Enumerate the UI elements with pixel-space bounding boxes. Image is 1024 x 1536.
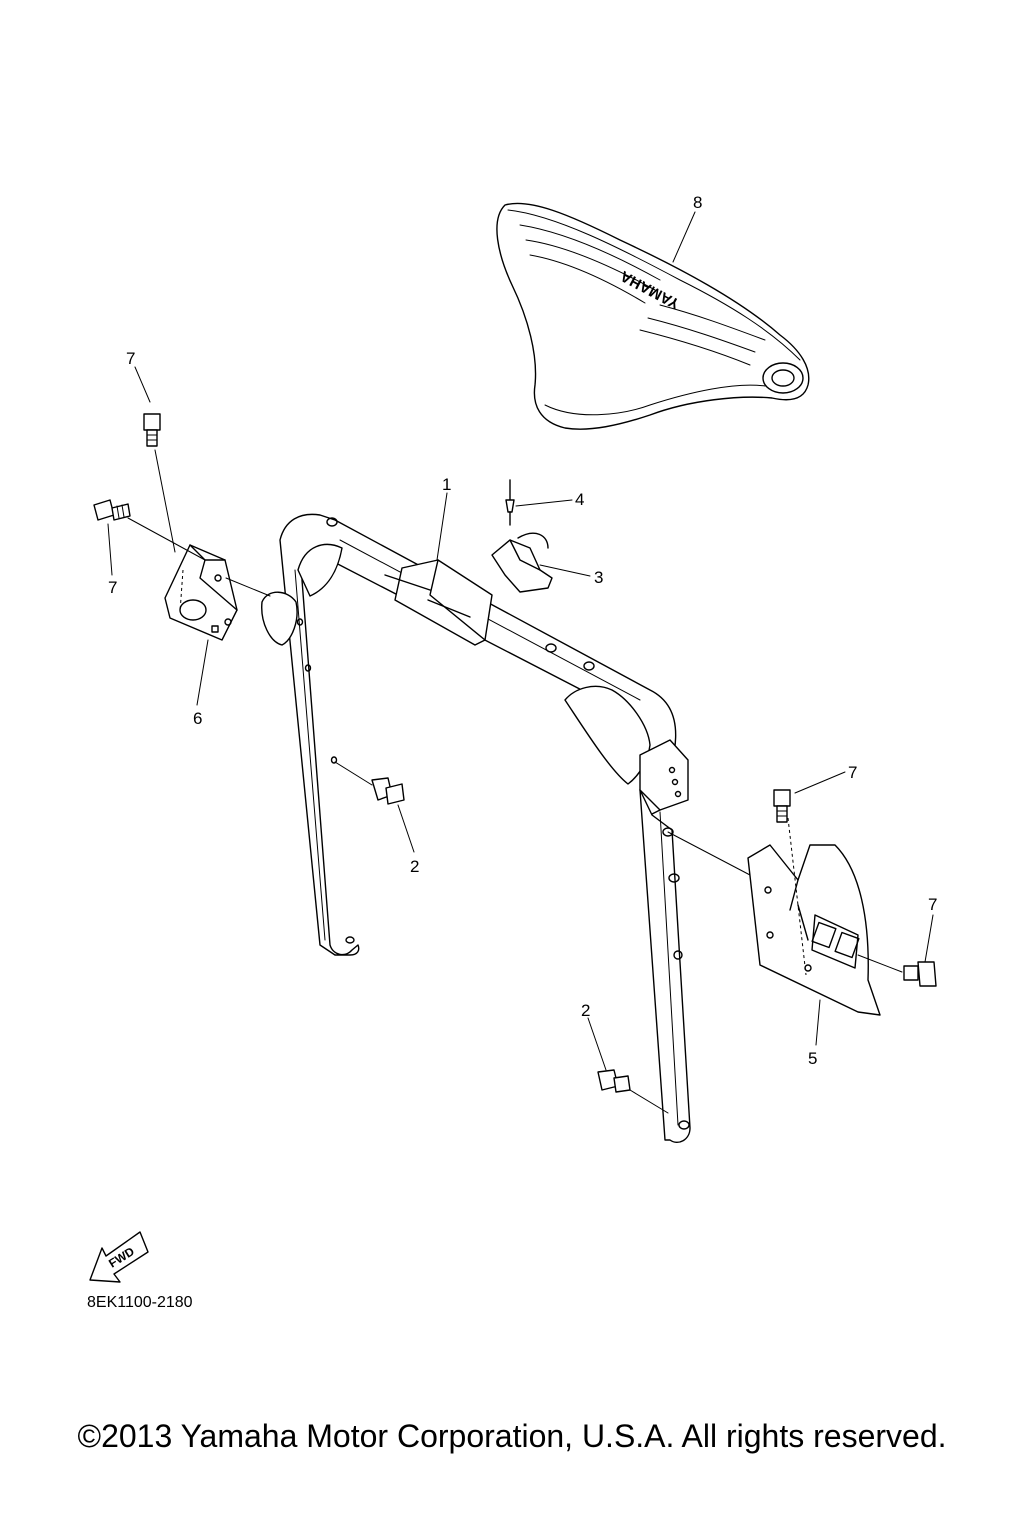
- callout-numbers: 8 7 7 1 4 3 6 2 7 7 2 5: [108, 193, 937, 1068]
- guard-plate-part-5: [747, 817, 881, 1016]
- fwd-arrow-icon: FWD: [89, 1231, 149, 1283]
- callout-7-right: 7: [928, 895, 937, 914]
- callout-6: 6: [193, 709, 202, 728]
- rivet-part-4: [505, 479, 515, 526]
- bolt-7-right-top: [773, 789, 791, 823]
- callout-7-top-left: 7: [126, 349, 135, 368]
- callout-7-left: 7: [108, 578, 117, 597]
- diagram-part-code: 8EK1100-2180: [87, 1294, 193, 1311]
- bolt-2-bottom: [597, 1069, 631, 1093]
- callout-4: 4: [575, 490, 584, 509]
- d-ring: [261, 591, 298, 646]
- handle-frame-part-1: [279, 513, 691, 1144]
- leader-lines: [107, 211, 934, 1114]
- bolt-7-right: [903, 961, 937, 987]
- copyright-notice: ©2013 Yamaha Motor Corporation, U.S.A. A…: [77, 1418, 947, 1454]
- clip-part-3: [491, 532, 553, 593]
- seat-part-8: YAMAHA: [496, 202, 810, 430]
- bracket-plate-part-6: [164, 544, 238, 641]
- callout-5: 5: [808, 1049, 817, 1068]
- bolt-7-left: [93, 499, 131, 521]
- callout-1: 1: [442, 475, 451, 494]
- callout-7-right-top: 7: [848, 763, 857, 782]
- callout-2-bottom: 2: [581, 1001, 590, 1020]
- callout-2-center: 2: [410, 857, 419, 876]
- bolt-7-top-left: [143, 413, 161, 447]
- bolt-2-center: [371, 777, 405, 805]
- callout-8: 8: [693, 193, 702, 212]
- callout-3: 3: [594, 568, 603, 587]
